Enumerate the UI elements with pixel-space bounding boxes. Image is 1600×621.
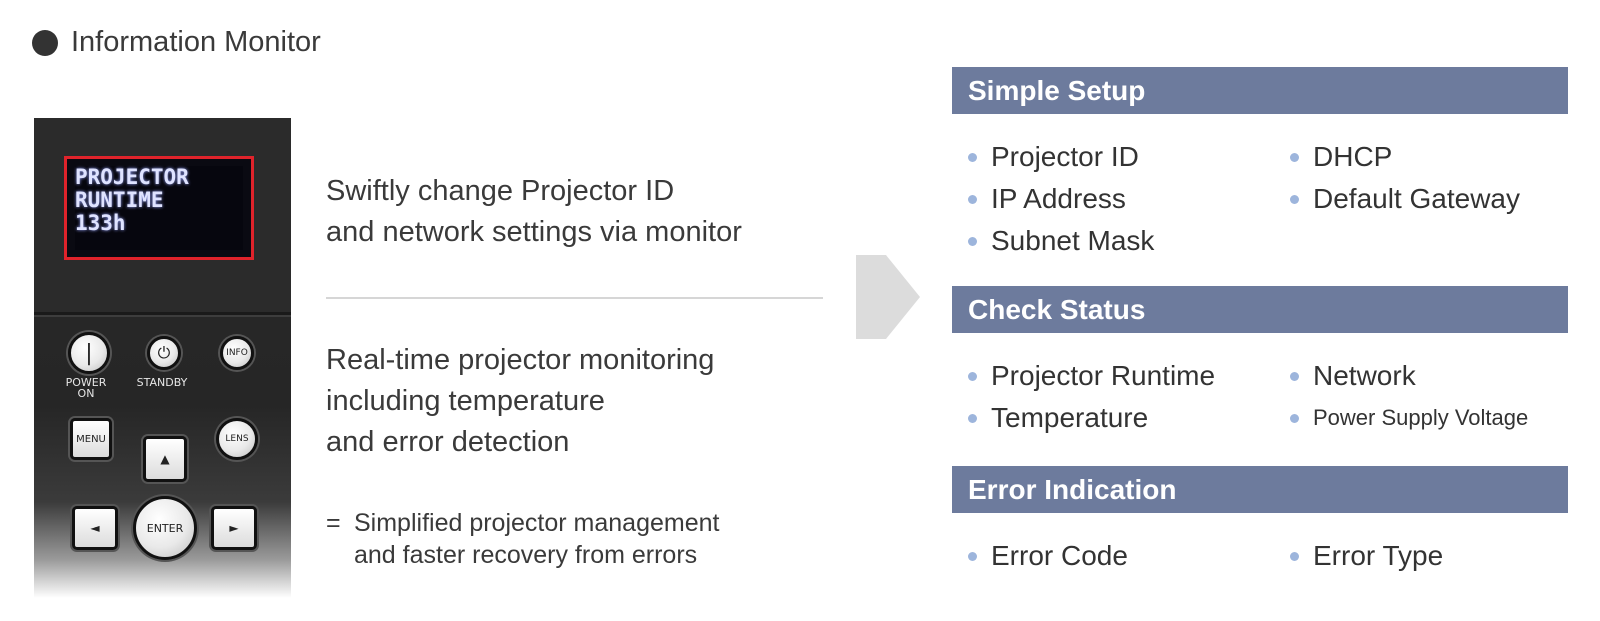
- middle-divider: [326, 297, 823, 299]
- list-item: Error Code: [968, 540, 1128, 572]
- bullet-icon: [968, 152, 977, 162]
- bullet-icon: [968, 551, 977, 561]
- power-on-button[interactable]: |: [68, 332, 110, 374]
- list-item: Default Gateway: [1290, 183, 1520, 215]
- feature-text-2: Real-time projector monitoring including…: [326, 340, 714, 463]
- section-header-error-indication: Error Indication: [952, 466, 1568, 513]
- menu-button[interactable]: MENU: [70, 418, 112, 460]
- list-item: Projector ID: [968, 141, 1139, 173]
- list-item: Subnet Mask: [968, 225, 1154, 257]
- bullet-icon: [1290, 413, 1299, 423]
- feature-text-line: and network settings via monitor: [326, 216, 742, 248]
- panel-upper: PROJECTOR RUNTIME 133h: [34, 118, 291, 315]
- bullet-icon: [968, 236, 977, 246]
- lcd-line: RUNTIME: [75, 188, 164, 212]
- feature-text-line: Real-time projector monitoring: [326, 344, 715, 376]
- bullet-icon: [968, 194, 977, 204]
- standby-icon: ⏻: [157, 343, 171, 362]
- feature-text-line: and error detection: [326, 426, 570, 458]
- power-icon: |: [85, 340, 93, 366]
- feature-text-1: Swiftly change Projector ID and network …: [326, 171, 742, 253]
- bullet-icon: [1290, 371, 1299, 381]
- info-button[interactable]: INFO: [220, 336, 254, 370]
- menu-label: MENU: [76, 433, 106, 445]
- list-item: Projector Runtime: [968, 360, 1215, 392]
- power-on-caption: POWER ON: [65, 376, 107, 400]
- right-button[interactable]: ►: [211, 506, 257, 550]
- list-item: Network: [1290, 360, 1416, 392]
- summary-line: Simplified projector management: [354, 509, 720, 537]
- summary-line: and faster recovery from errors: [354, 541, 698, 569]
- enter-button[interactable]: ENTER: [133, 496, 197, 560]
- lens-label: LENS: [225, 434, 249, 444]
- list-item: DHCP: [1290, 141, 1392, 173]
- section-header-check-status: Check Status: [952, 286, 1568, 333]
- bullet-icon: [1290, 152, 1299, 162]
- information-monitor-display: PROJECTOR RUNTIME 133h: [64, 156, 254, 260]
- panel-divider: [34, 315, 291, 317]
- arrow-up-icon: ▲: [160, 452, 170, 466]
- left-button[interactable]: ◄: [72, 506, 118, 550]
- bullet-icon: [1290, 194, 1299, 204]
- section-heading: Information Monitor: [32, 26, 321, 59]
- standby-caption: STANDBY: [136, 376, 188, 389]
- right-arrow-icon: [856, 255, 920, 339]
- heading-label: Information Monitor: [71, 26, 321, 58]
- standby-button[interactable]: ⏻: [147, 336, 181, 370]
- lens-button[interactable]: LENS: [216, 418, 258, 460]
- feature-text-line: Swiftly change Projector ID: [326, 175, 675, 207]
- feature-text-line: including temperature: [326, 385, 605, 417]
- section-header-simple-setup: Simple Setup: [952, 67, 1568, 114]
- lcd-screen: PROJECTOR RUNTIME 133h: [75, 166, 243, 250]
- enter-label: ENTER: [146, 521, 184, 535]
- list-item: Power Supply Voltage: [1290, 405, 1528, 431]
- bullet-dot-icon: [32, 29, 58, 56]
- summary-text: = Simplified projector management and fa…: [326, 507, 719, 571]
- arrow-left-icon: ◄: [90, 521, 100, 535]
- bullet-icon: [968, 371, 977, 381]
- info-label: INFO: [226, 348, 248, 358]
- arrow-right-icon: ►: [229, 521, 239, 535]
- bullet-icon: [968, 413, 977, 423]
- control-panel: PROJECTOR RUNTIME 133h | POWER ON ⏻ STAN…: [34, 118, 291, 598]
- list-item: Error Type: [1290, 540, 1443, 572]
- lcd-line: 133h: [75, 211, 126, 235]
- up-button[interactable]: ▲: [143, 436, 187, 482]
- lcd-line: PROJECTOR: [75, 165, 189, 189]
- bullet-icon: [1290, 551, 1299, 561]
- list-item: Temperature: [968, 402, 1148, 434]
- list-item: IP Address: [968, 183, 1126, 215]
- equals-symbol: =: [326, 509, 341, 537]
